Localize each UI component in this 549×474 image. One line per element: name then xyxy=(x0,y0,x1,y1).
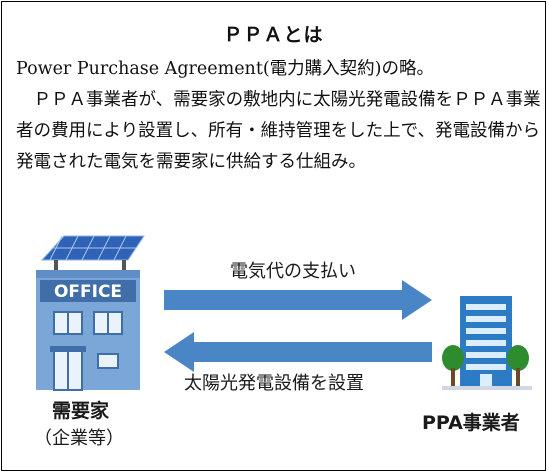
install-label: 太陽光発電設備を設置 xyxy=(184,373,364,394)
ppa-diagram: OFFICE 電気代の支払い 太陽光発電設備を設置 xyxy=(2,230,547,470)
office-sign-text: OFFICE xyxy=(54,282,122,302)
payment-label: 電気代の支払い xyxy=(230,261,356,282)
customer-label: 需要家 xyxy=(52,400,110,422)
office-building-icon: OFFICE xyxy=(36,235,145,391)
install-arrow xyxy=(164,332,432,372)
ppa-company-building-icon xyxy=(442,296,532,390)
panel-title: ＰＰＡとは xyxy=(223,24,324,46)
ppa-company-label: PPA事業者 xyxy=(422,412,520,434)
customer-sub-label: （企業等） xyxy=(34,428,124,449)
payment-arrow xyxy=(164,280,432,320)
panel-description: Power Purchase Agreement(電力購入契約)の略。 ＰＰＡ事… xyxy=(16,59,541,172)
